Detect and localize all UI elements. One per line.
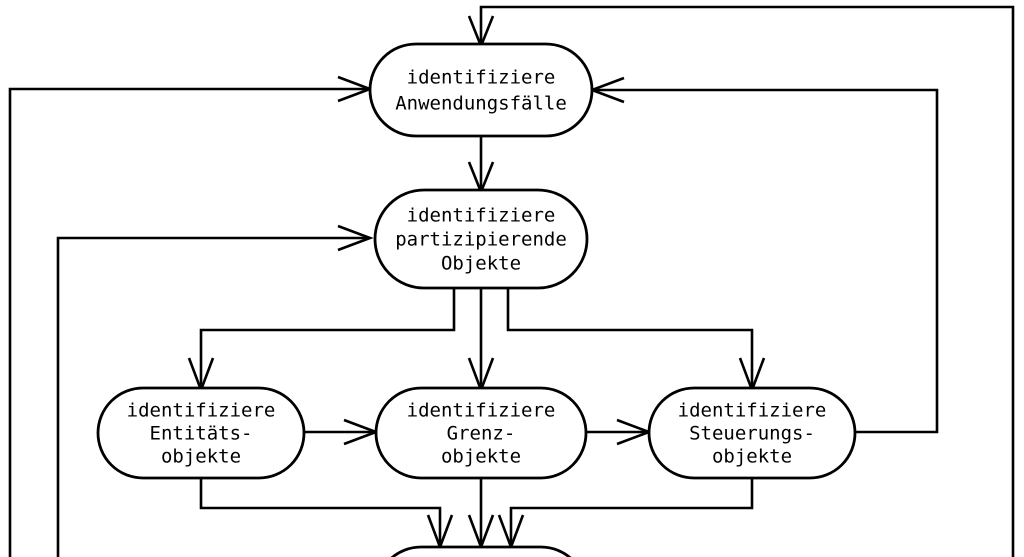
edge-steuerungsobjekte-to-bottom	[509, 477, 754, 545]
node-partizipierende-objekte[interactable]: identifiziere partizipierende Objekte	[373, 188, 589, 290]
node-anwendungsfaelle-label: identifiziere	[407, 67, 556, 89]
node-anwendungsfaelle-label-2: Anwendungsfälle	[395, 93, 567, 115]
edge-layer	[8, 5, 1015, 557]
node-partizipierende-objekte-label: identifiziere	[407, 205, 556, 227]
node-steuerungsobjekte-label-3: objekte	[712, 446, 792, 468]
edge-steuerungsobjekte-return	[594, 88, 939, 434]
node-unten-abgeschnitten-shape	[390, 545, 572, 557]
edge-node2-to-entitaetsobjekte	[199, 287, 456, 388]
node-steuerungsobjekte-label: identifiziere	[678, 400, 827, 422]
node-steuerungsobjekte[interactable]: identifiziere Steuerungs- objekte	[647, 386, 857, 480]
edge-left-outer-loop	[8, 87, 368, 557]
node-entitaetsobjekte[interactable]: identifiziere Entitäts- objekte	[96, 386, 306, 480]
node-entitaetsobjekte-shape	[96, 386, 306, 480]
node-grenzobjekte-label-2: Grenz-	[447, 423, 516, 445]
node-unten-abgeschnitten[interactable]	[376, 545, 586, 557]
node-grenzobjekte-shape	[374, 386, 588, 480]
node-anwendungsfaelle[interactable]: identifiziere Anwendungsfälle	[368, 42, 594, 138]
node-steuerungsobjekte-label-2: Steuerungs-	[689, 423, 815, 445]
node-grenzobjekte-label-3: objekte	[441, 446, 521, 468]
node-entitaetsobjekte-label-3: objekte	[161, 446, 241, 468]
node-steuerungsobjekte-shape	[647, 386, 857, 480]
node-entitaetsobjekte-label: identifiziere	[127, 400, 276, 422]
edge-node2-to-steuerungsobjekte	[506, 287, 754, 388]
node-grenzobjekte-label: identifiziere	[407, 400, 556, 422]
node-partizipierende-objekte-label-2: partizipierende	[395, 229, 567, 251]
node-partizipierende-objekte-label-3: Objekte	[441, 253, 521, 275]
edge-left-inner-loop	[56, 236, 368, 557]
node-entitaetsobjekte-label-2: Entitäts-	[150, 423, 253, 445]
node-grenzobjekte[interactable]: identifiziere Grenz- objekte	[374, 386, 588, 480]
edge-top-return-loop	[479, 5, 1015, 557]
node-partizipierende-objekte-shape	[373, 188, 589, 290]
edge-entitaetsobjekte-to-bottom	[199, 477, 442, 545]
node-anwendungsfaelle-shape	[368, 42, 594, 138]
arrowhead-left-into-node2	[337, 224, 374, 252]
